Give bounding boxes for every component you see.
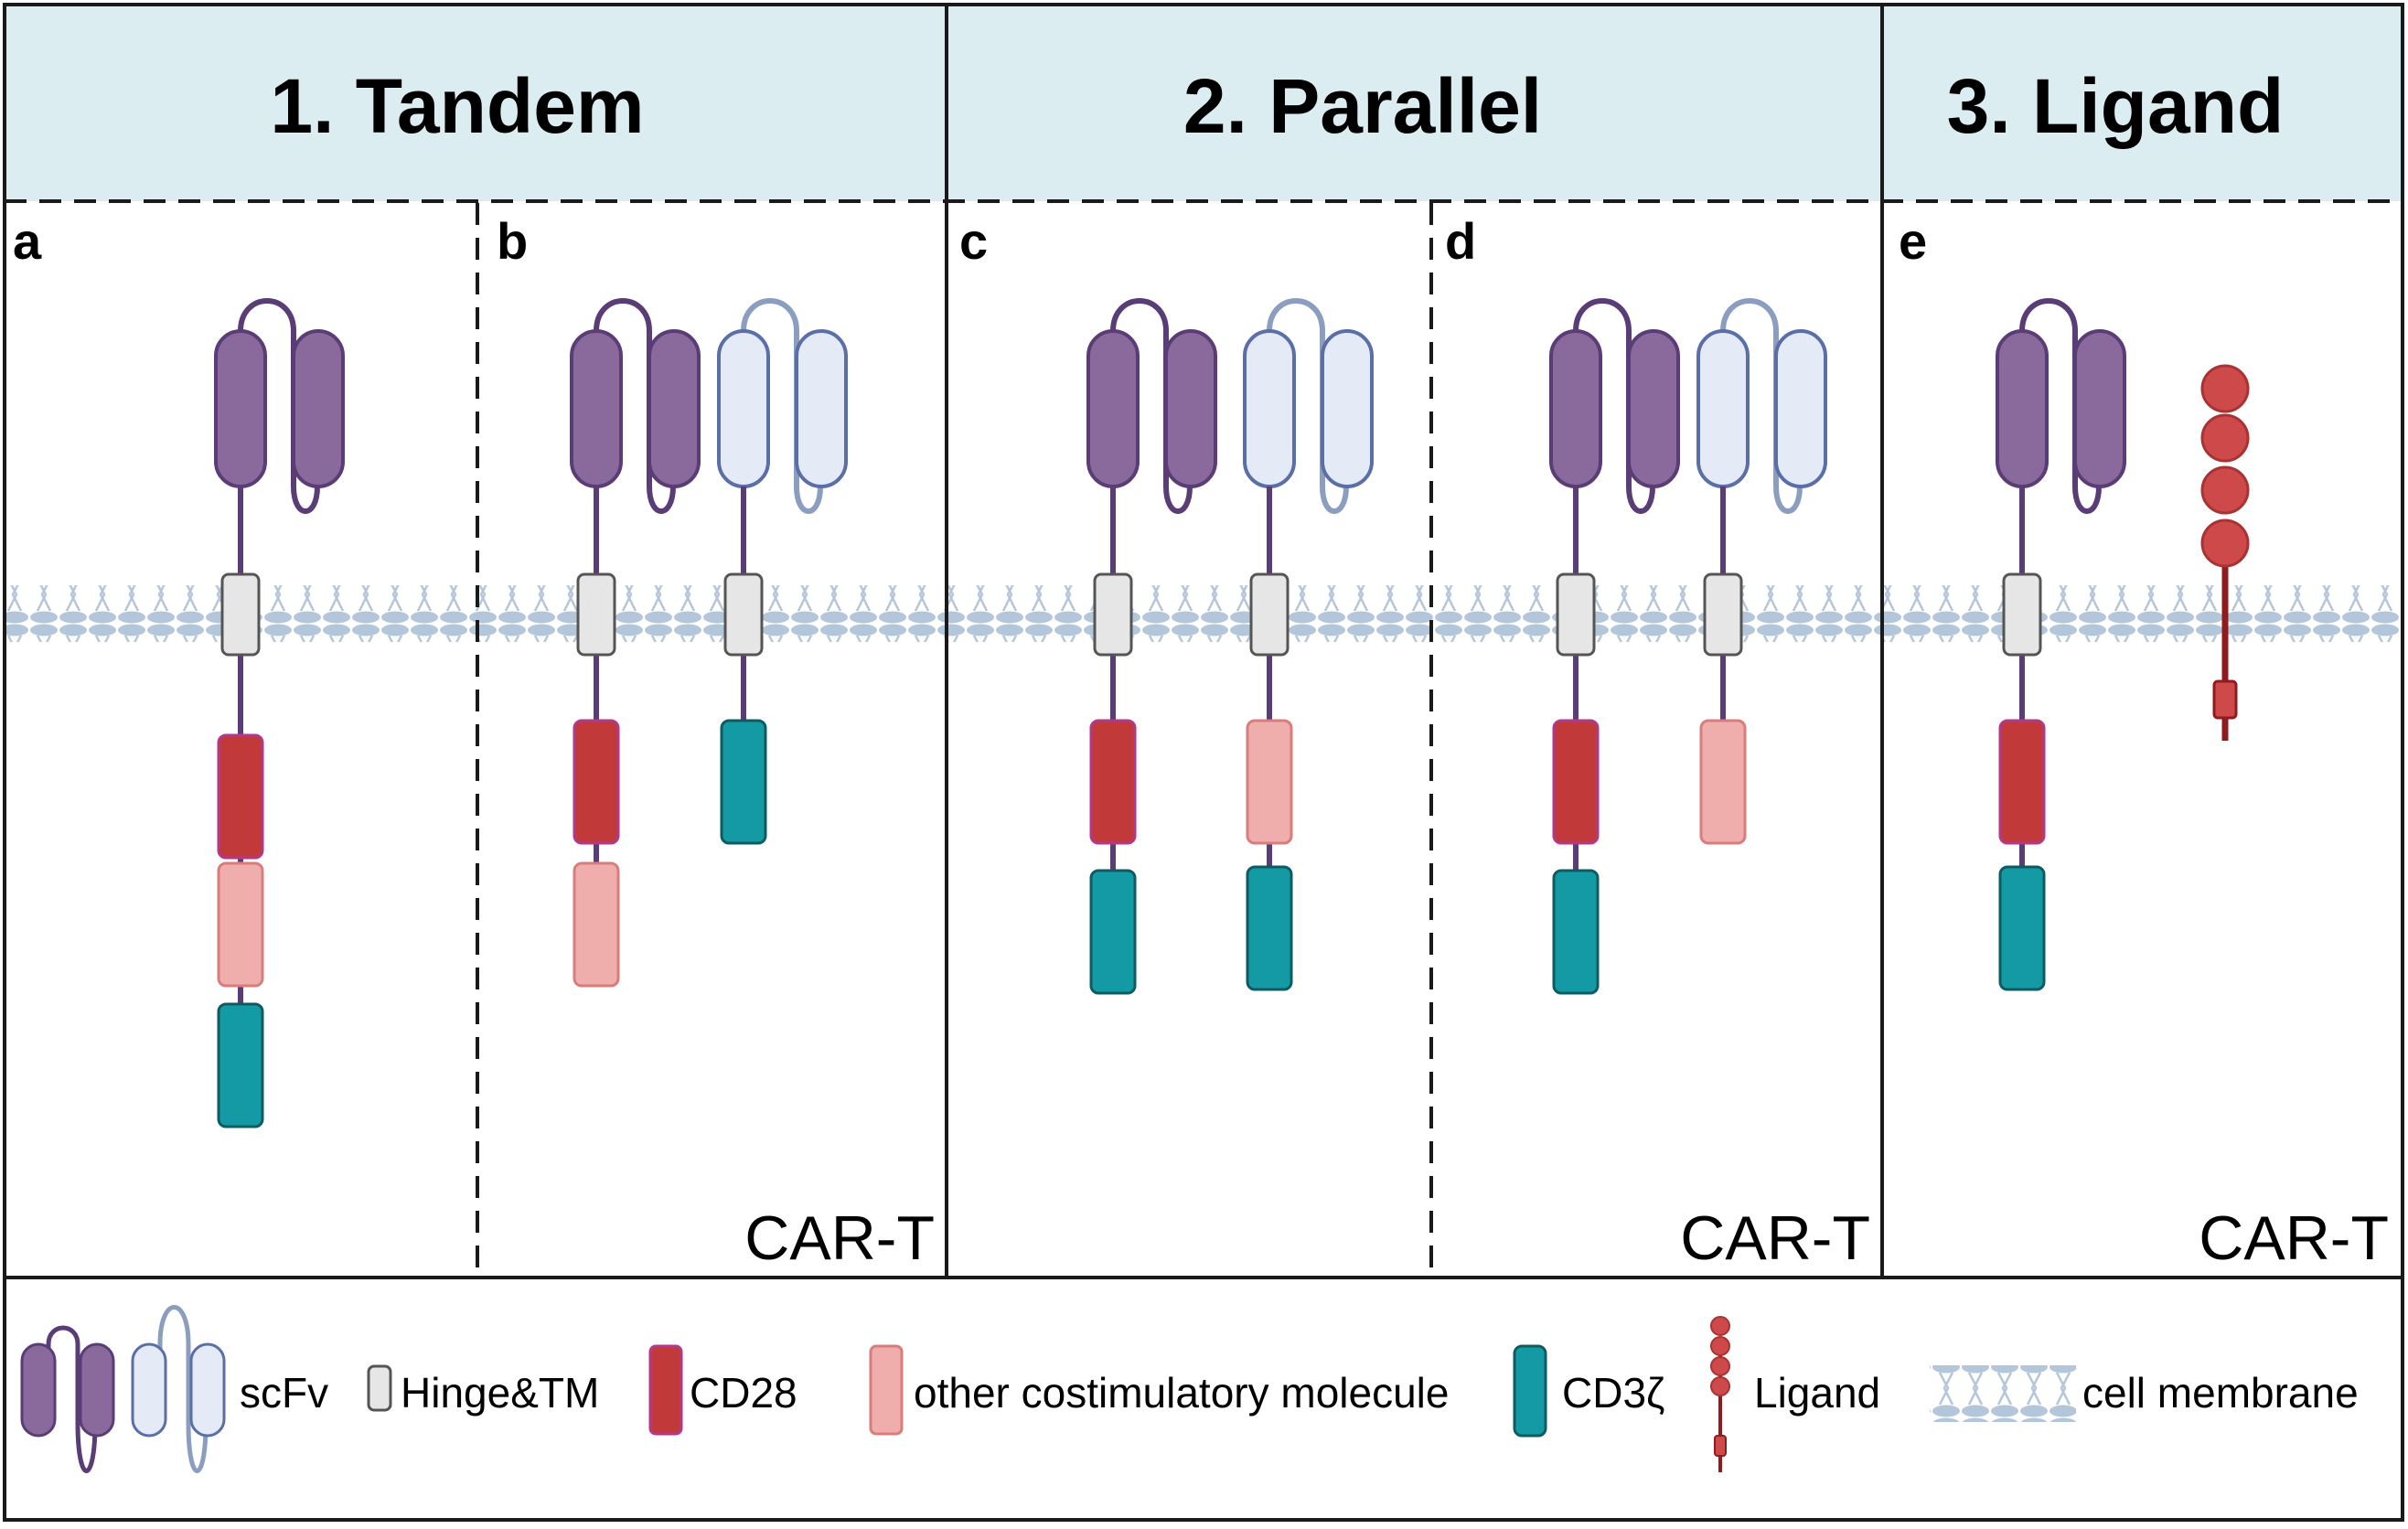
panel-label-e: e — [1899, 212, 1927, 270]
legend-hinge-icon — [367, 1364, 392, 1412]
car-construct-c1 — [1086, 298, 1217, 995]
car-construct-e — [1996, 298, 2126, 991]
legend-cd3z-icon — [1513, 1344, 1547, 1438]
header-parallel: 2. Parallel — [1183, 63, 1542, 149]
membrane-ligand — [2200, 364, 2250, 741]
header-tandem: 1. Tandem — [270, 63, 644, 149]
header-band — [5, 5, 2402, 201]
legend-membrane-label: cell membrane — [2082, 1369, 2359, 1417]
car-construct-d1 — [1549, 298, 1680, 995]
cell-membrane — [5, 585, 2402, 642]
car-construct-c2 — [1243, 298, 1374, 991]
legend-costim-label: other costimulatory molecule — [914, 1369, 1449, 1417]
legend: scFv Hinge&TM CD28 other costimulatory m… — [20, 1305, 2359, 1473]
legend-costim-icon — [869, 1344, 904, 1436]
car-construct-b1 — [570, 298, 701, 988]
car-t-label-parallel: CAR-T — [1680, 1203, 1870, 1273]
header-ligand: 3. Ligand — [1947, 63, 2285, 149]
legend-ligand-label: Ligand — [1754, 1369, 1880, 1417]
legend-scfv-icon — [20, 1305, 226, 1473]
car-t-label-tandem: CAR-T — [744, 1203, 935, 1273]
car-construct-a — [214, 298, 345, 1128]
legend-ligand-icon — [1710, 1316, 1730, 1472]
panel-label-b: b — [497, 212, 528, 270]
legend-cd3z-label: CD3ζ — [1562, 1369, 1664, 1417]
panel-label-c: c — [959, 212, 988, 270]
outer-frame — [3, 3, 2404, 1522]
panel-label-a: a — [13, 212, 42, 270]
legend-hinge-label: Hinge&TM — [401, 1369, 599, 1417]
legend-membrane-icon — [1930, 1365, 2076, 1422]
car-construct-d2 — [1696, 298, 1827, 845]
car-t-label-ligand: CAR-T — [2199, 1203, 2389, 1273]
legend-cd28-label: CD28 — [690, 1369, 797, 1417]
legend-scfv-label: scFv — [240, 1369, 328, 1417]
legend-cd28-icon — [648, 1344, 683, 1436]
car-construct-b2 — [717, 298, 848, 845]
panel-label-d: d — [1445, 212, 1476, 270]
